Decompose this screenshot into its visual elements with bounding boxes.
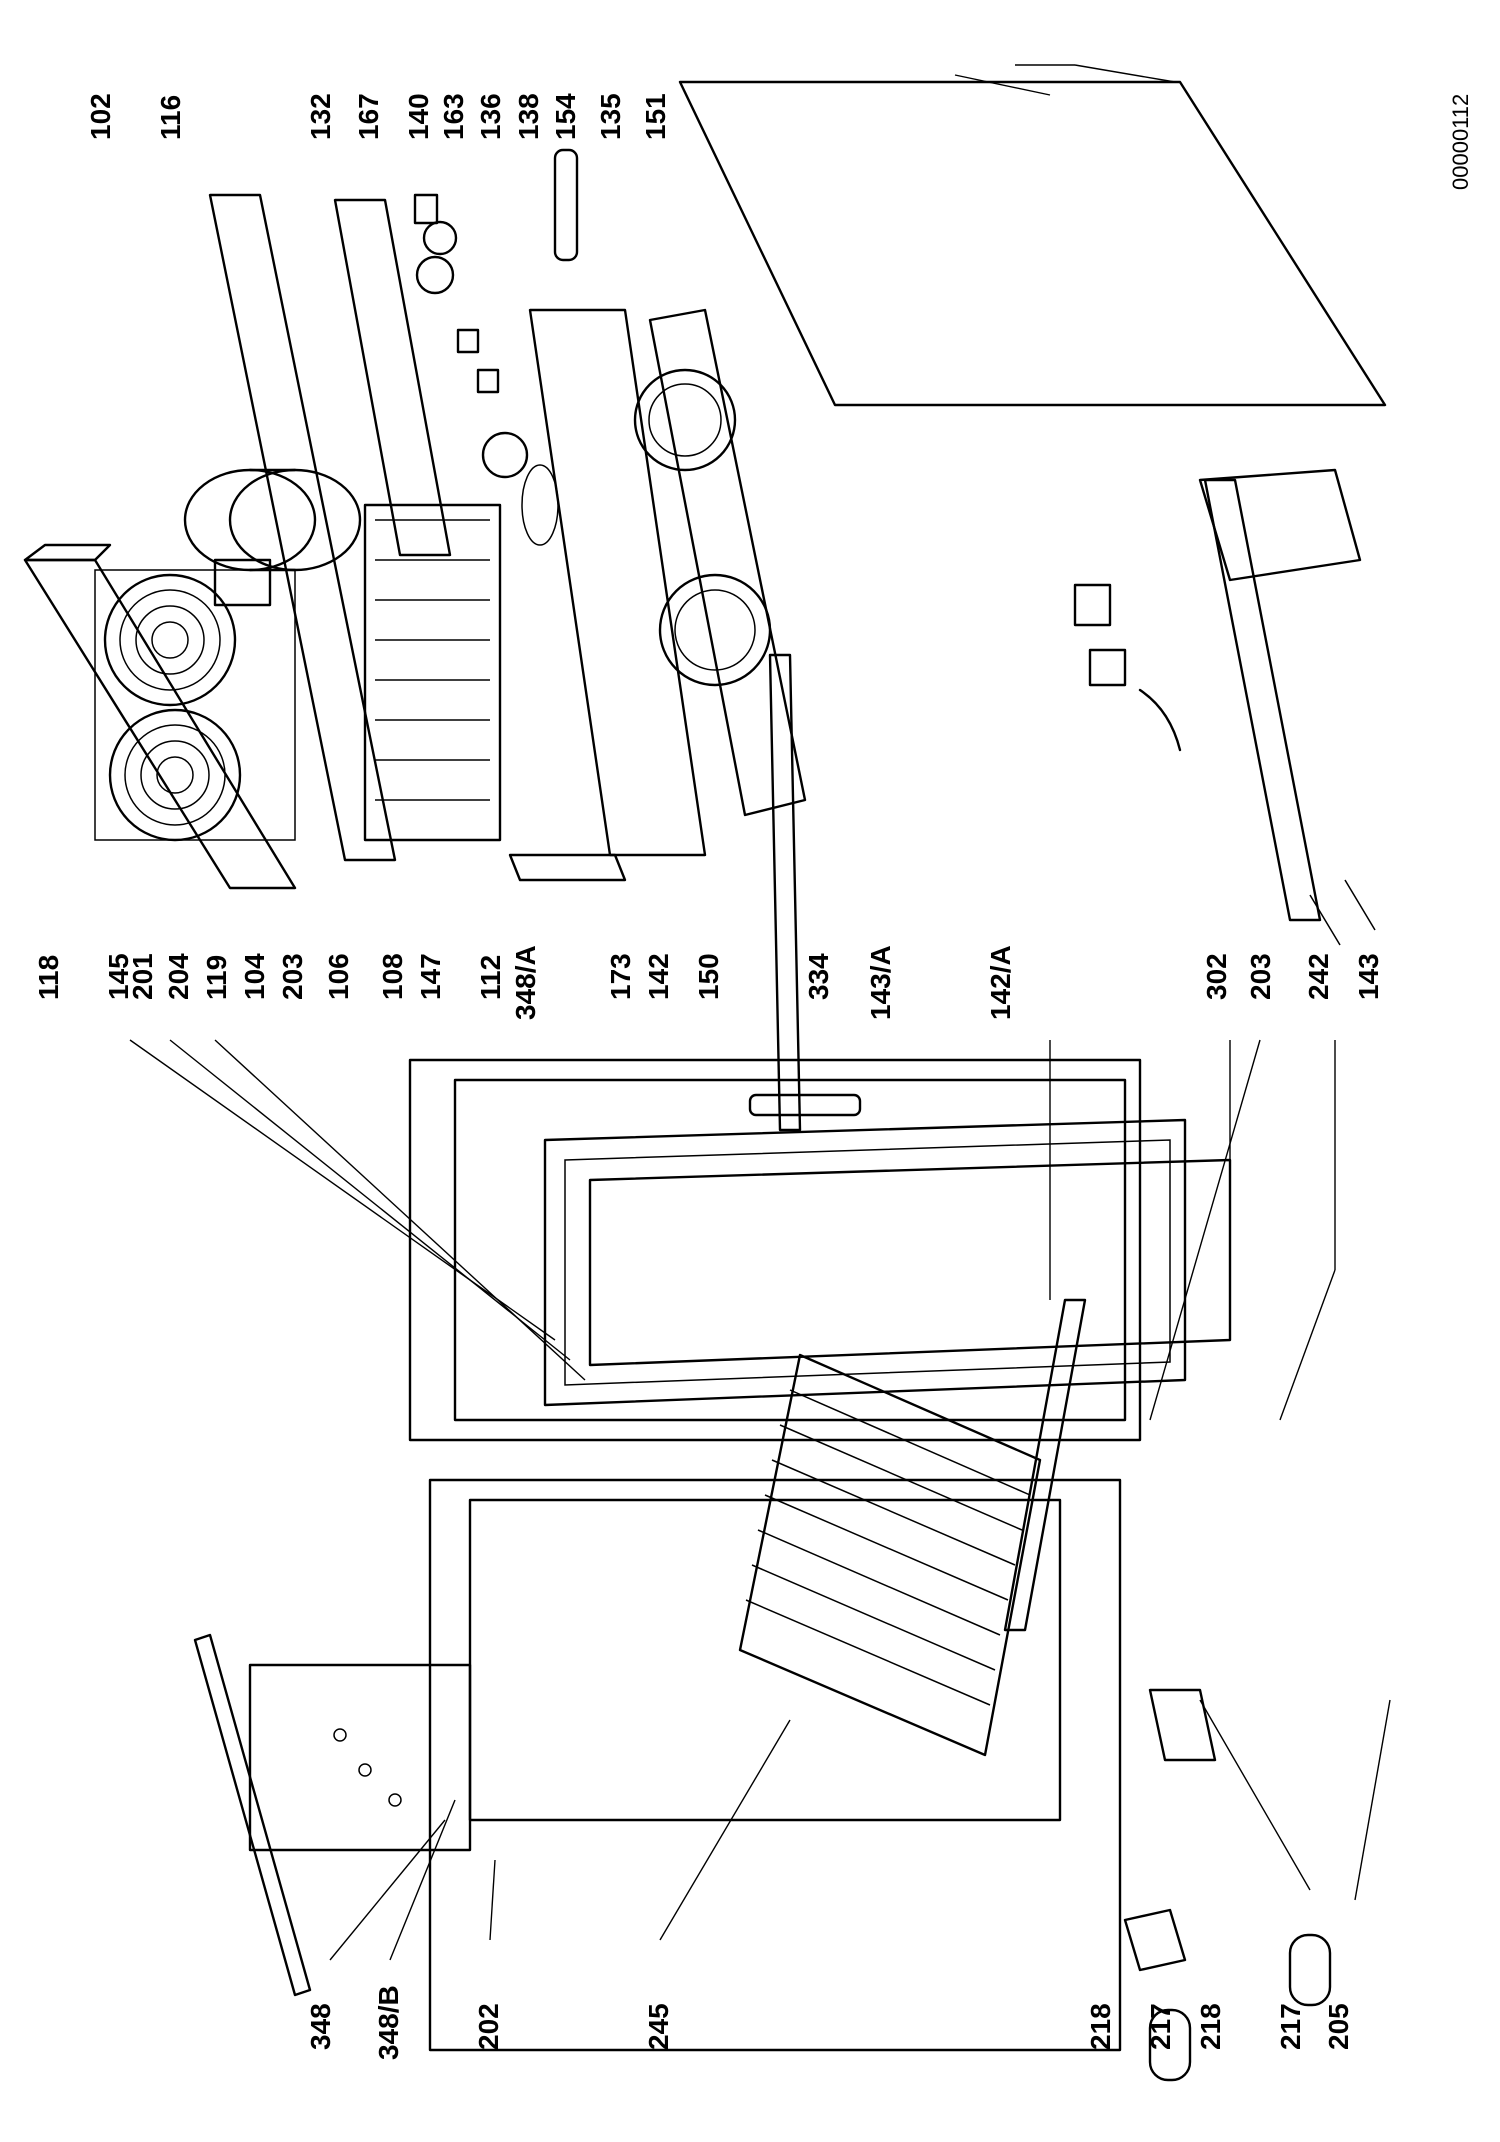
label-173: 173 [605, 953, 636, 1000]
label-302: 302 [1201, 953, 1232, 1000]
label-242: 242 [1303, 953, 1334, 1000]
door-gasket-frame [453, 1078, 1127, 1422]
label-106: 106 [323, 953, 354, 1000]
base-frame [208, 193, 397, 862]
fan-guard-right [108, 708, 242, 842]
label-143A: 143/A [865, 945, 896, 1020]
side-trim-strip [193, 1633, 312, 1997]
label-108: 108 [377, 953, 408, 1000]
control-rail [333, 198, 452, 557]
label-145: 145 [103, 953, 134, 1000]
label-138: 138 [513, 93, 544, 140]
compressor [183, 468, 362, 607]
label-348B: 348/B [373, 1985, 404, 2060]
drain-assembly [768, 468, 1376, 1132]
leader-lines [129, 64, 1391, 1961]
label-167: 167 [353, 93, 384, 140]
evaporator-fan-plate [633, 308, 807, 817]
label-334: 334 [803, 953, 834, 1000]
shelf-rail [1003, 1298, 1087, 1632]
control-switch [413, 193, 439, 225]
label-348A: 348/A [510, 945, 541, 1020]
door-inner-panel [543, 1118, 1187, 1407]
label-140: 140 [403, 93, 434, 140]
pilot-light [476, 368, 500, 394]
label-202: 202 [473, 2003, 504, 2050]
label-151: 151 [640, 93, 671, 140]
label-245: 245 [643, 2003, 674, 2050]
drier [553, 148, 579, 262]
condenser-panel [94, 569, 296, 841]
cabinet-foot [1148, 2008, 1192, 2082]
label-218: 218 [1085, 2003, 1116, 2050]
part-labels-bottom: 348 348/B 202 245 218 217 218 217 205 [305, 1985, 1354, 2060]
top-control-panel [248, 1663, 472, 1852]
capillary-coil [521, 464, 559, 546]
label-135: 135 [595, 93, 626, 140]
label-217: 217 [1145, 2003, 1176, 2050]
label-201: 201 [127, 953, 158, 1000]
fan-guard-left [103, 573, 237, 707]
thermometer [481, 431, 529, 479]
label-136: 136 [475, 93, 506, 140]
label-218b: 218 [1195, 2003, 1226, 2050]
label-163: 163 [438, 93, 469, 140]
label-204: 204 [163, 953, 194, 1000]
label-118: 118 [33, 955, 64, 1000]
label-104: 104 [239, 953, 270, 1000]
thermostat-knob [422, 220, 458, 256]
relay-switch [456, 328, 480, 354]
door-group [408, 1058, 1232, 1442]
label-142A: 142/A [985, 945, 1016, 1020]
label-217b: 217 [1275, 2003, 1306, 2050]
label-203: 203 [277, 953, 308, 1000]
door-liner [588, 1158, 1232, 1367]
label-147: 147 [415, 953, 446, 1000]
refrigeration-unit-group [23, 80, 1387, 1132]
dial [415, 255, 455, 295]
label-348: 348 [305, 2003, 336, 2050]
label-154: 154 [550, 93, 581, 140]
cabinet-foot-2 [1288, 1933, 1332, 2007]
door-handle [748, 1093, 862, 1117]
label-203b: 203 [1245, 953, 1276, 1000]
label-143: 143 [1353, 953, 1384, 1000]
door-outer-panel [408, 1058, 1142, 1442]
label-132: 132 [305, 93, 336, 140]
label-116: 116 [155, 95, 186, 140]
leg-plate [1123, 1908, 1187, 1972]
hinge-bracket [1148, 1688, 1217, 1762]
top-cover-panel [678, 80, 1387, 407]
condenser-coil [363, 503, 502, 842]
label-142: 142 [643, 953, 674, 1000]
label-150: 150 [693, 953, 724, 1000]
label-112: 112 [475, 955, 506, 1000]
part-labels-top: 102 116 132 167 140 163 136 138 154 135 … [85, 93, 671, 140]
label-119: 119 [201, 955, 232, 1000]
label-205: 205 [1323, 2003, 1354, 2050]
evaporator-box [528, 308, 707, 857]
label-102: 102 [85, 93, 116, 140]
wire-shelf [738, 1353, 1042, 1757]
drawing-code: 00000112 [1448, 94, 1473, 190]
part-labels-middle: 118 145 201 204 119 104 203 106 108 147 … [33, 945, 1384, 1020]
